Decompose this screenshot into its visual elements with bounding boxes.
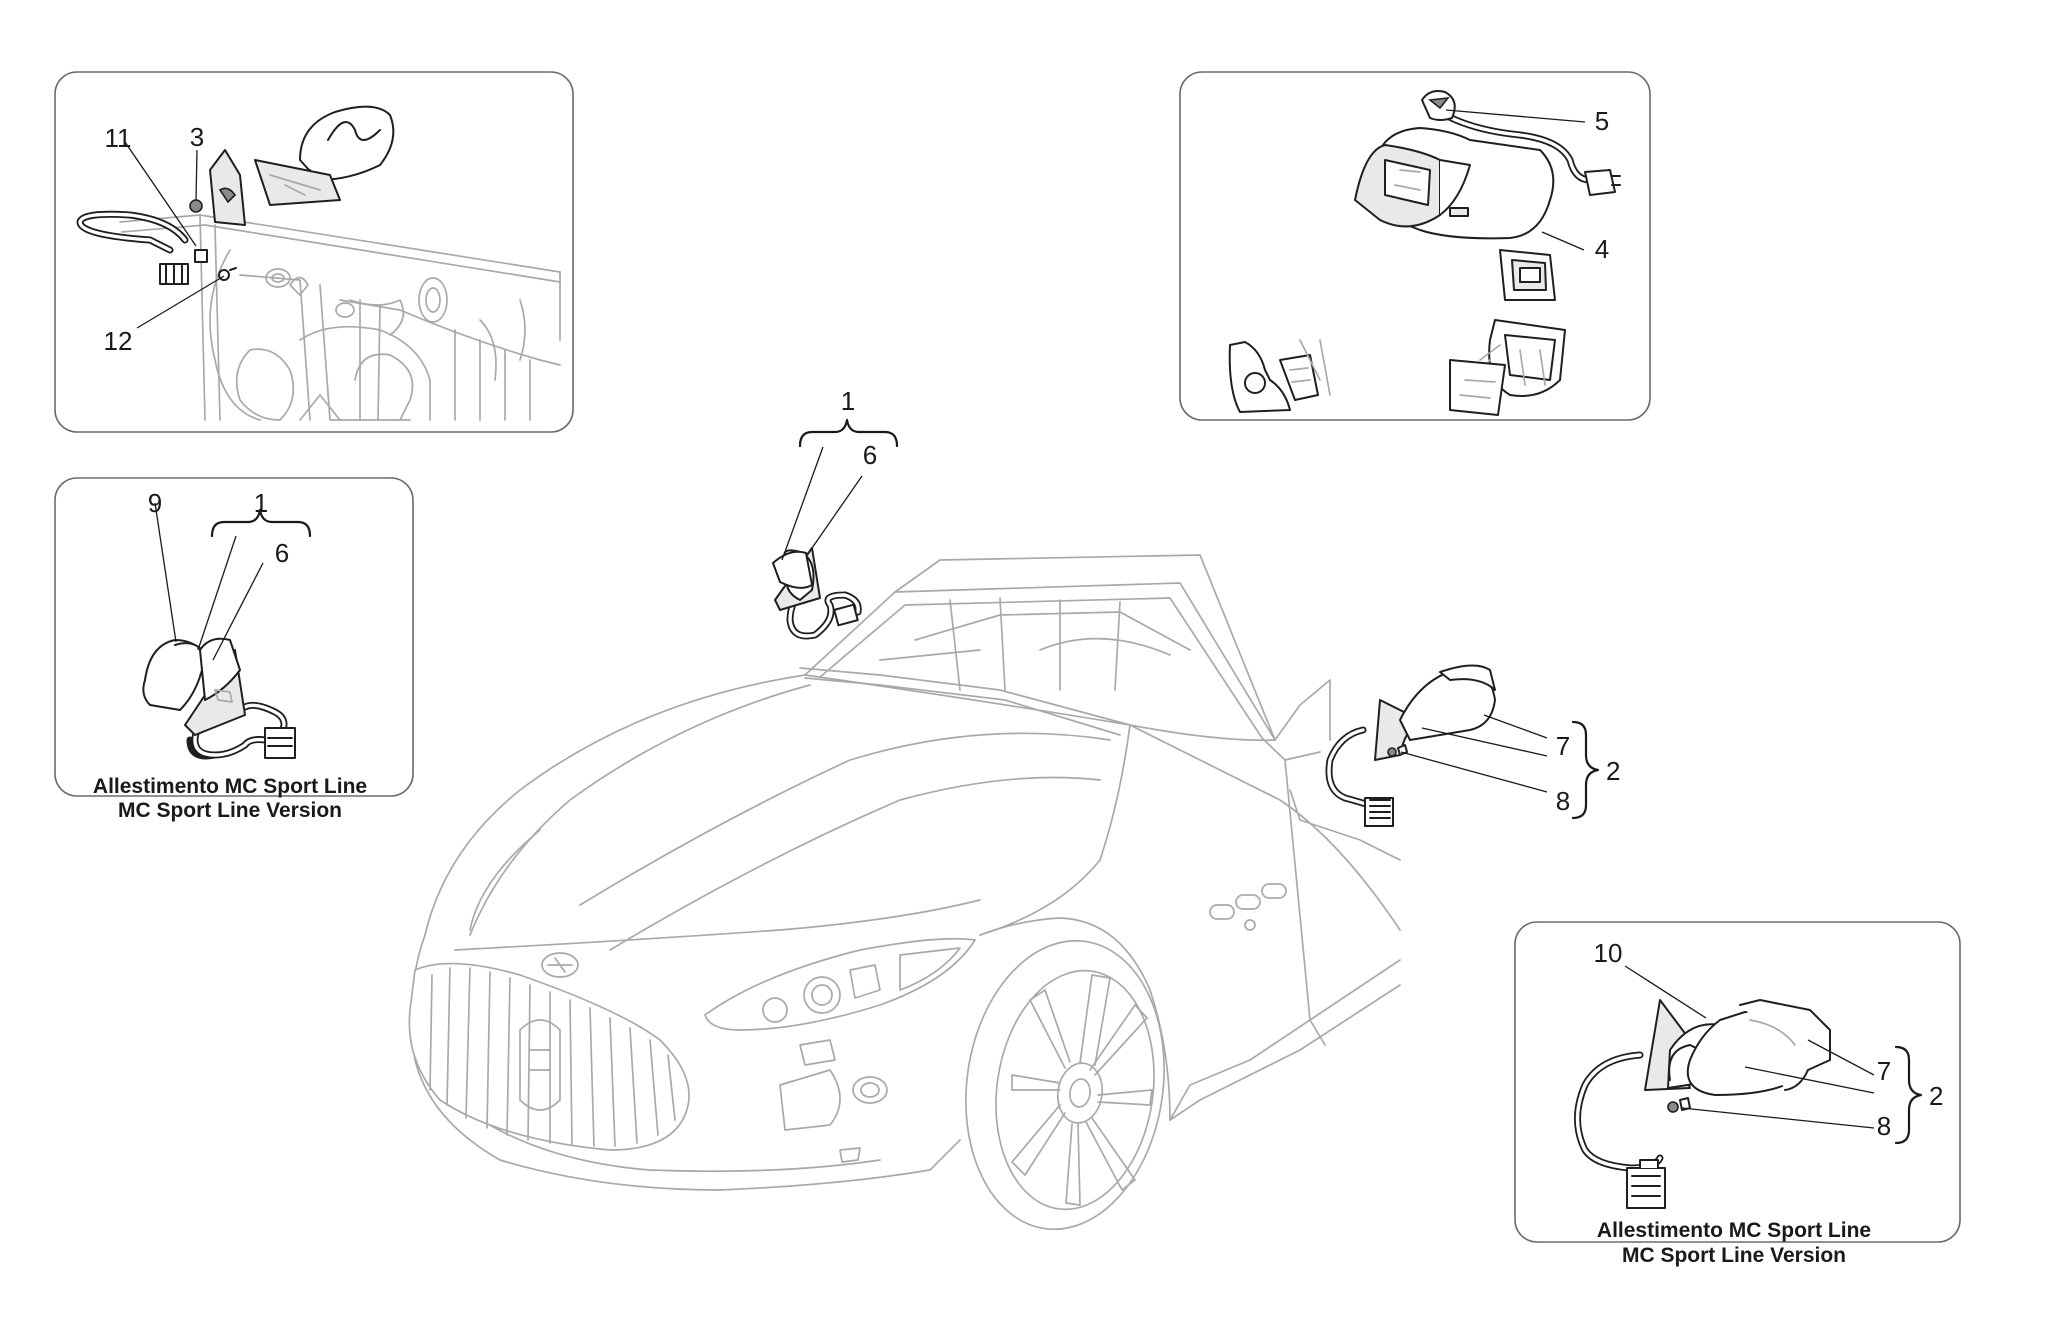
callout-1-central: 1 [841, 386, 855, 416]
callout-4: 4 [1595, 234, 1609, 264]
caption-version-en-right: MC Sport Line Version [1622, 1244, 1846, 1267]
panel-door-interior: 11 3 12 [54, 71, 574, 433]
door-mirror-left [772, 547, 862, 640]
caption-version-it-left: Allestimento MC Sport Line [93, 775, 367, 798]
brace-1-central [798, 418, 899, 448]
central-leaders [781, 446, 1548, 793]
door-mirror-right [1325, 664, 1496, 827]
callout-9: 9 [148, 488, 162, 518]
callout-2-central: 2 [1606, 756, 1620, 786]
callout-8-central: 8 [1556, 786, 1570, 816]
callout-7-central: 7 [1556, 731, 1570, 761]
panel-mc-sport-right: 10 7 8 2 Allestimento MC Sport Line MC S… [1514, 921, 1961, 1267]
callout-2-right: 2 [1929, 1081, 1943, 1111]
callout-8-right: 8 [1877, 1111, 1891, 1141]
callout-6-central: 6 [863, 440, 877, 470]
callout-7-right: 7 [1877, 1056, 1891, 1086]
car-illustration [408, 554, 1401, 1231]
panel-mirror-exploded: 5 4 [1179, 71, 1651, 421]
callout-12: 12 [104, 326, 133, 356]
caption-version-en-left: MC Sport Line Version [118, 799, 342, 822]
callout-11: 11 [105, 123, 132, 153]
callout-1-left: 1 [254, 488, 268, 518]
callout-5: 5 [1595, 106, 1609, 136]
brace-2-central [1571, 720, 1600, 820]
panel-mc-sport-left: 9 1 6 Allestimento MC Sport Line MC Spor… [54, 477, 414, 822]
callout-3: 3 [190, 122, 204, 152]
callout-6-left: 6 [275, 538, 289, 568]
callout-10: 10 [1594, 938, 1623, 968]
caption-version-it-right: Allestimento MC Sport Line [1597, 1219, 1871, 1242]
